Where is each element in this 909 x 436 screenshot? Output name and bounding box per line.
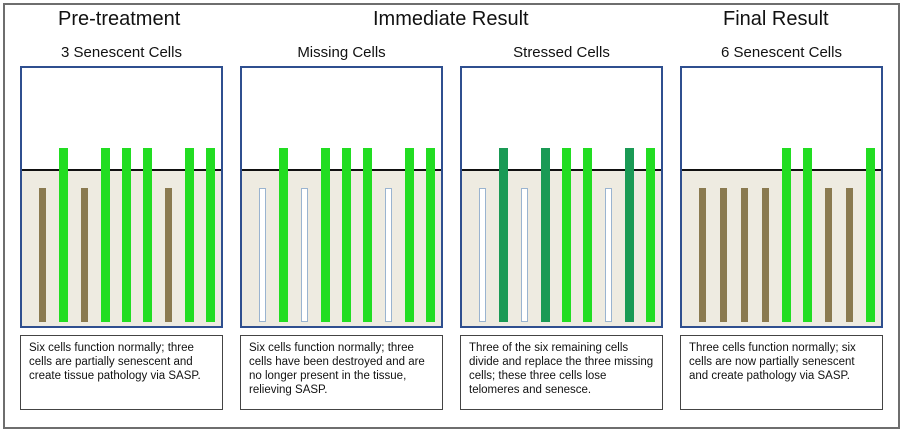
panel-1-caption: Six cells function normally; three cells… bbox=[20, 335, 223, 410]
cell-normal bbox=[803, 148, 812, 322]
cell-normal bbox=[405, 148, 414, 322]
cell-senescent bbox=[81, 188, 88, 322]
cell-missing bbox=[479, 188, 486, 322]
cell-missing bbox=[521, 188, 528, 322]
cell-normal bbox=[562, 148, 571, 322]
cell-normal bbox=[143, 148, 152, 322]
panel-4-caption: Three cells function normally; six cells… bbox=[680, 335, 883, 410]
cell-normal bbox=[646, 148, 655, 322]
cell-senescent bbox=[699, 188, 706, 322]
cell-normal bbox=[321, 148, 330, 322]
cell-normal bbox=[363, 148, 372, 322]
cell-missing bbox=[301, 188, 308, 322]
cell-normal bbox=[866, 148, 875, 322]
panel-2 bbox=[240, 66, 443, 328]
panel-1-subtitle: 3 Senescent Cells bbox=[61, 44, 182, 61]
cell-normal bbox=[206, 148, 215, 322]
cell-senescent bbox=[846, 188, 853, 322]
cell-normal bbox=[101, 148, 110, 322]
panel-2-subtitle: Missing Cells bbox=[297, 44, 386, 61]
panel-3-subtitle: Stressed Cells bbox=[513, 44, 610, 61]
cell-normal bbox=[426, 148, 435, 322]
cell-normal bbox=[583, 148, 592, 322]
cell-senescent bbox=[39, 188, 46, 322]
cell-normal bbox=[342, 148, 351, 322]
panel-4-subtitle: 6 Senescent Cells bbox=[721, 44, 842, 61]
figure-frame bbox=[3, 3, 900, 429]
cell-stressed bbox=[625, 148, 634, 322]
cell-senescent bbox=[165, 188, 172, 322]
panel-3-caption: Three of the six remaining cells divide … bbox=[460, 335, 663, 410]
cell-senescent bbox=[762, 188, 769, 322]
cell-senescent bbox=[741, 188, 748, 322]
header-immediate-result: Immediate Result bbox=[373, 8, 529, 30]
panel-1 bbox=[20, 66, 223, 328]
panel-2-caption: Six cells function normally; three cells… bbox=[240, 335, 443, 410]
cell-stressed bbox=[499, 148, 508, 322]
cell-missing bbox=[605, 188, 612, 322]
cell-missing bbox=[259, 188, 266, 322]
cell-normal bbox=[279, 148, 288, 322]
cell-normal bbox=[185, 148, 194, 322]
cell-normal bbox=[59, 148, 68, 322]
cell-missing bbox=[385, 188, 392, 322]
cell-stressed bbox=[541, 148, 550, 322]
panel-3 bbox=[460, 66, 663, 328]
panel-4 bbox=[680, 66, 883, 328]
header-final-result: Final Result bbox=[723, 8, 829, 30]
cell-senescent bbox=[720, 188, 727, 322]
cell-normal bbox=[122, 148, 131, 322]
cell-senescent bbox=[825, 188, 832, 322]
header-pre-treatment: Pre-treatment bbox=[58, 8, 181, 30]
cell-normal bbox=[782, 148, 791, 322]
